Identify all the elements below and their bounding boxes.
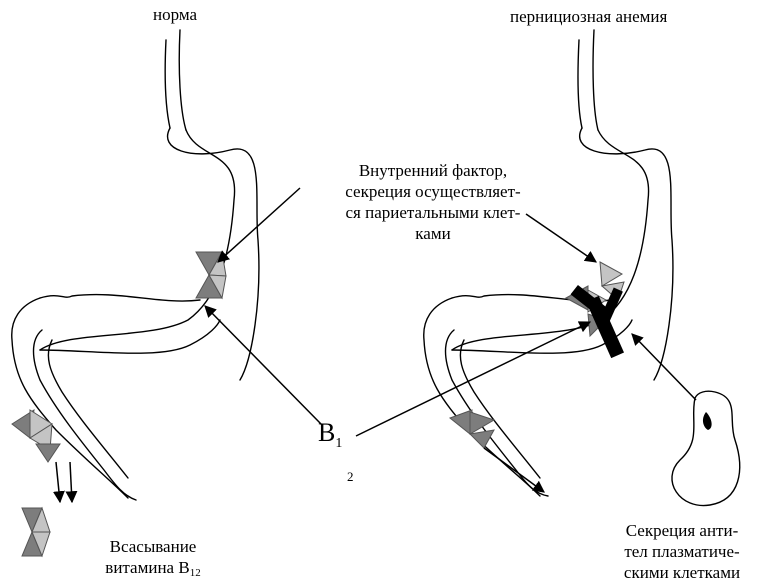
absorption-sub: 12 xyxy=(190,567,201,579)
absorption-line-2: витамина B12 xyxy=(98,557,208,584)
b12-sub-2: 2 xyxy=(347,469,354,484)
absorption-text: витамина B xyxy=(105,558,189,577)
absorption-line-1: Всасывание xyxy=(98,536,208,557)
intrinsic-factor-line-1: Внутренний фактор, xyxy=(318,160,548,181)
intrinsic-factor-label: Внутренний фактор, секреция осуществляет… xyxy=(318,160,548,244)
b12-sub-2-line: 2 xyxy=(347,466,354,487)
intrinsic-factor-line-4: ками xyxy=(318,223,548,244)
b12-sub-1: 1 xyxy=(335,436,342,451)
normal-title: норма xyxy=(153,4,197,25)
b12-complex-duodenum-right xyxy=(450,410,494,448)
intrinsic-factor-line-2: секреция осуществляет- xyxy=(318,181,548,202)
pa-title: пернициозная анемия xyxy=(510,6,667,27)
absorption-label: Всасывание витамина B12 xyxy=(98,536,208,584)
antibody-line-2: тел плазматиче- xyxy=(612,541,752,562)
antibody-label: Секреция анти- тел плазматиче- скими кле… xyxy=(612,520,752,583)
b12-main: B xyxy=(318,418,335,447)
plasma-cell-nucleus xyxy=(703,412,712,430)
antibody-line-1: Секреция анти- xyxy=(612,520,752,541)
intrinsic-factor-line-3: ся париетальными клет- xyxy=(318,202,548,223)
antibody-line-3: скими клетками xyxy=(612,562,752,583)
b12-label: B1 xyxy=(318,418,342,459)
b12-complex-duodenum-left xyxy=(12,410,60,462)
plasma-cell xyxy=(672,391,740,505)
absorbed-complex xyxy=(22,508,50,556)
